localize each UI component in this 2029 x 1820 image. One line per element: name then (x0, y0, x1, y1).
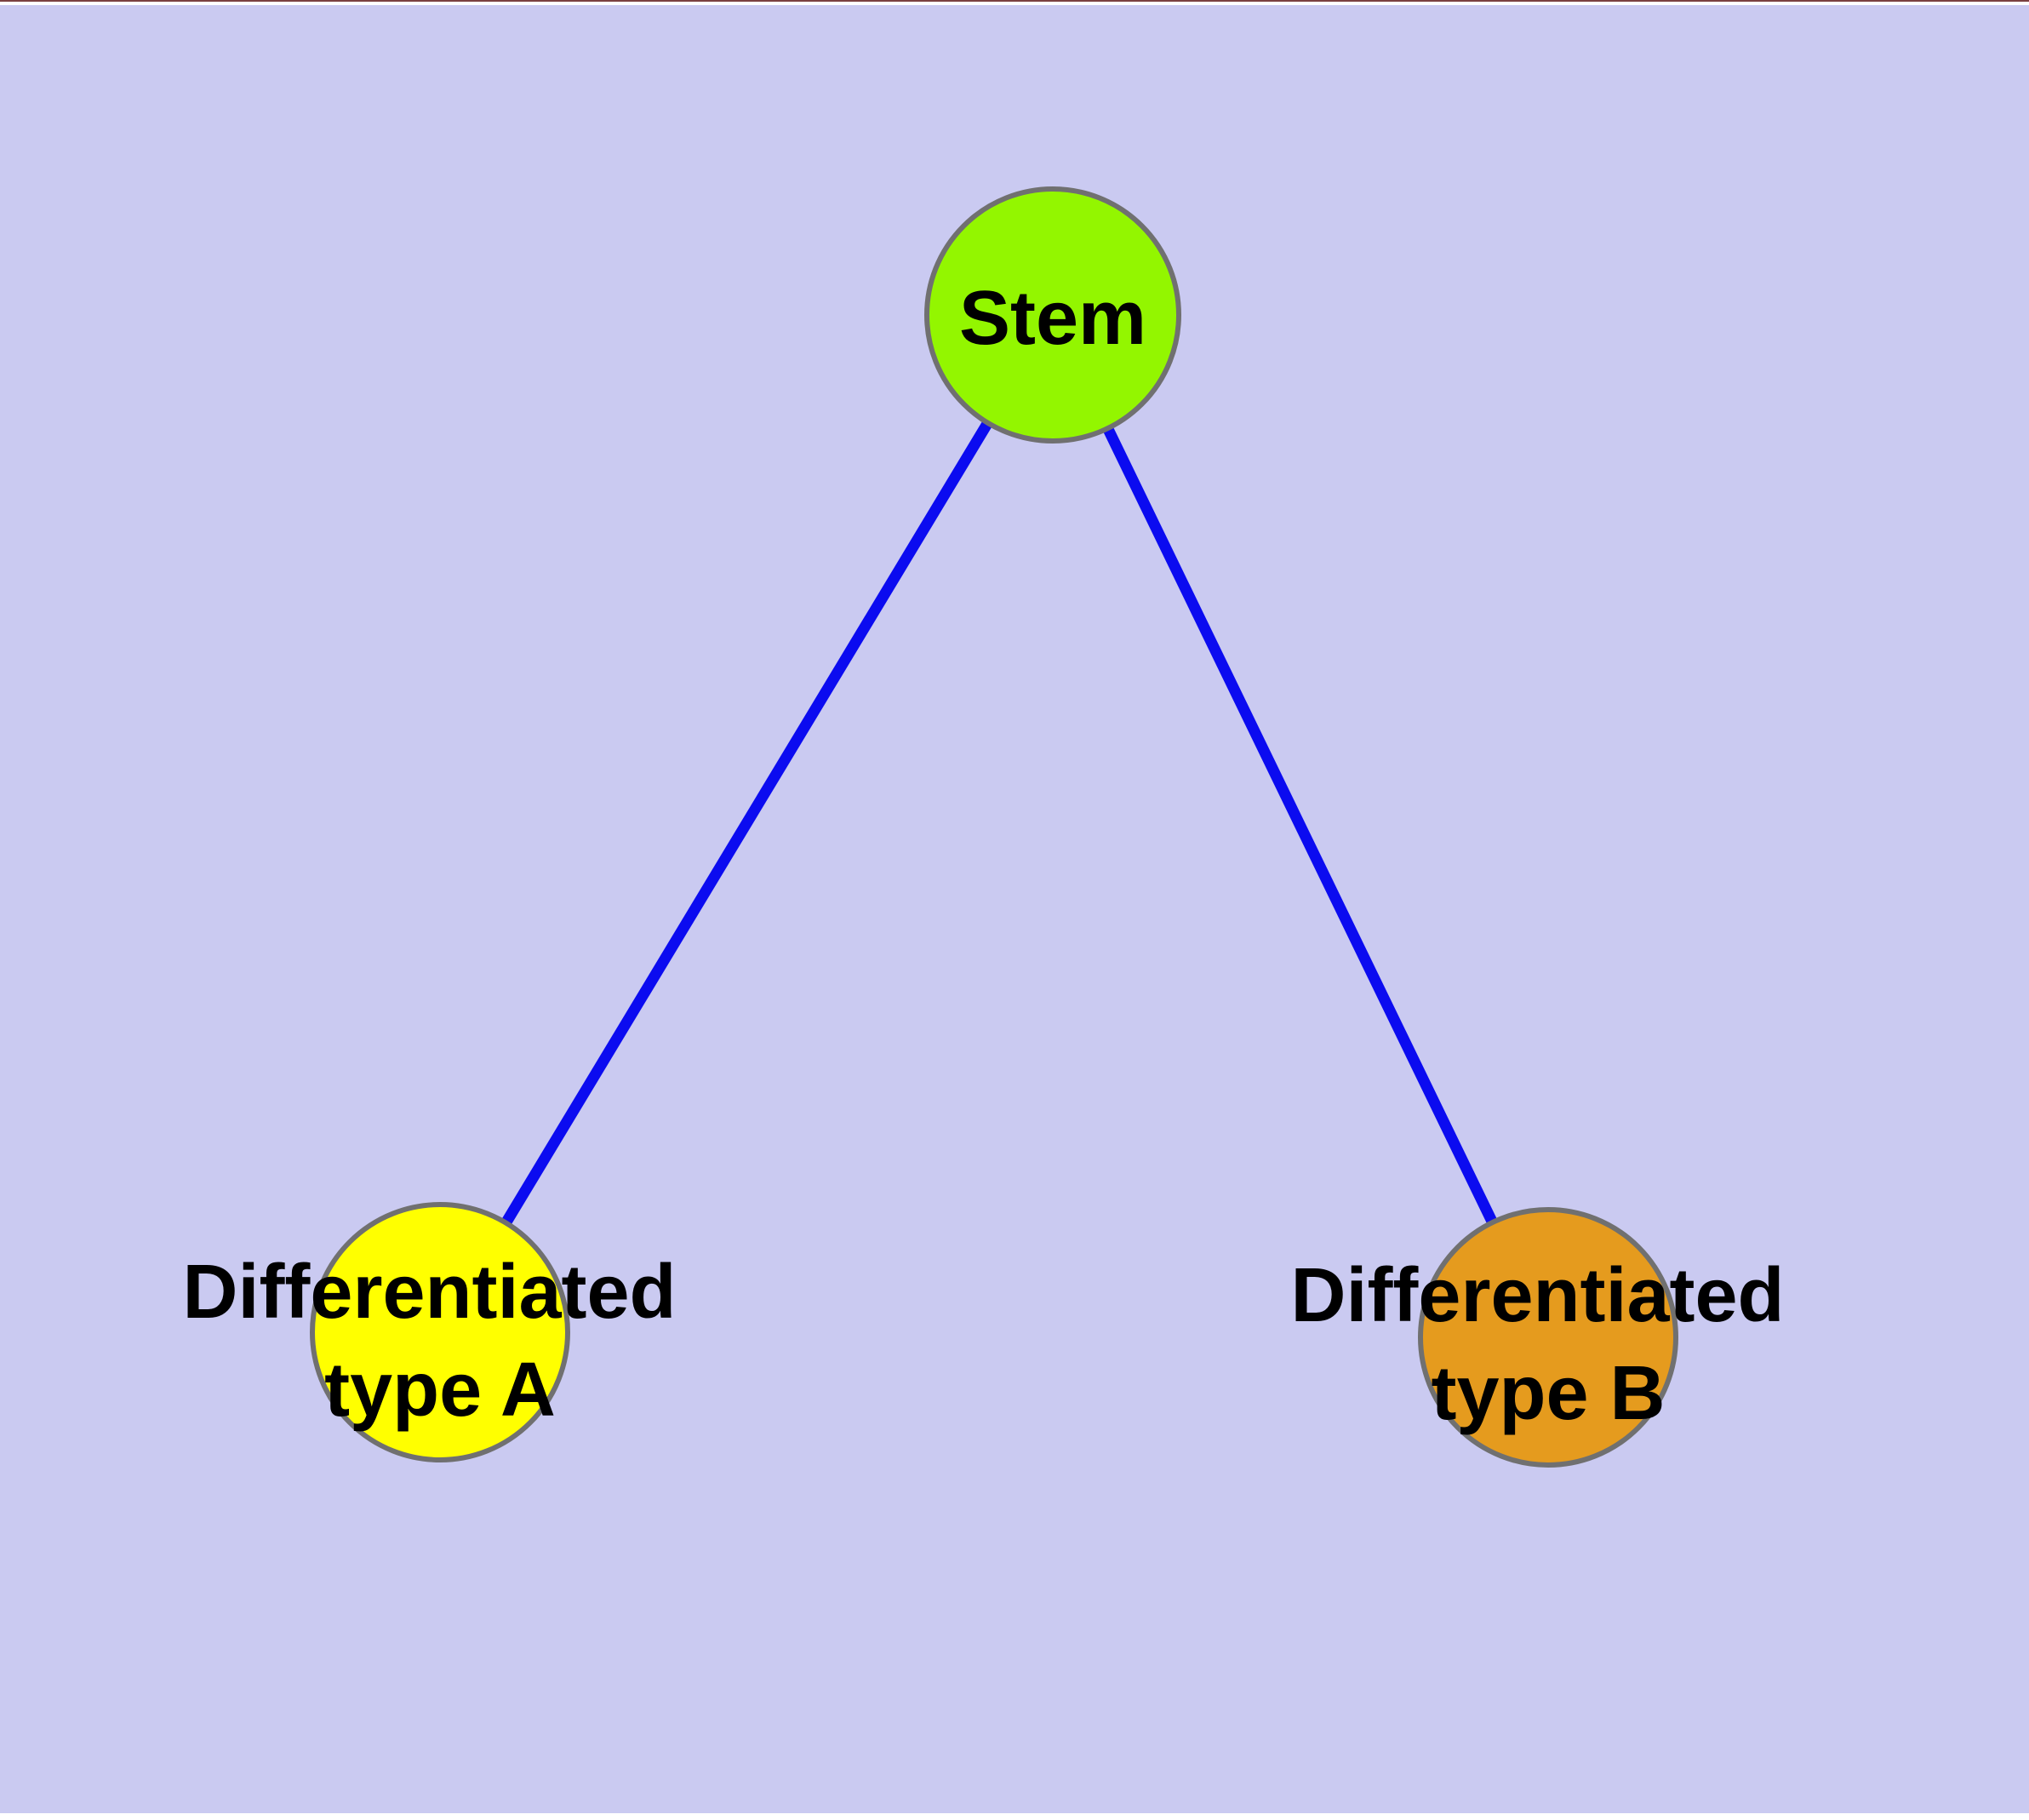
type-b-label-line2: type B (1431, 1351, 1665, 1436)
type-a-node (310, 1202, 570, 1462)
type-b-node (1418, 1207, 1678, 1468)
edge-stem-to-type-a (435, 312, 1058, 1336)
type-b-node-label: Differentiated type B (1290, 1253, 1805, 1436)
top-border-line (0, 0, 2029, 2)
type-b-label-line1: Differentiated (1290, 1253, 1784, 1338)
type-a-label-line2: type A (324, 1348, 556, 1433)
type-a-node-label: Differentiated type A (182, 1250, 697, 1433)
stem-node-label: Stem (959, 276, 1146, 361)
edge-stem-to-type-b (1048, 312, 1553, 1340)
type-a-label-line1: Differentiated (182, 1250, 676, 1335)
stem-node (924, 186, 1181, 444)
